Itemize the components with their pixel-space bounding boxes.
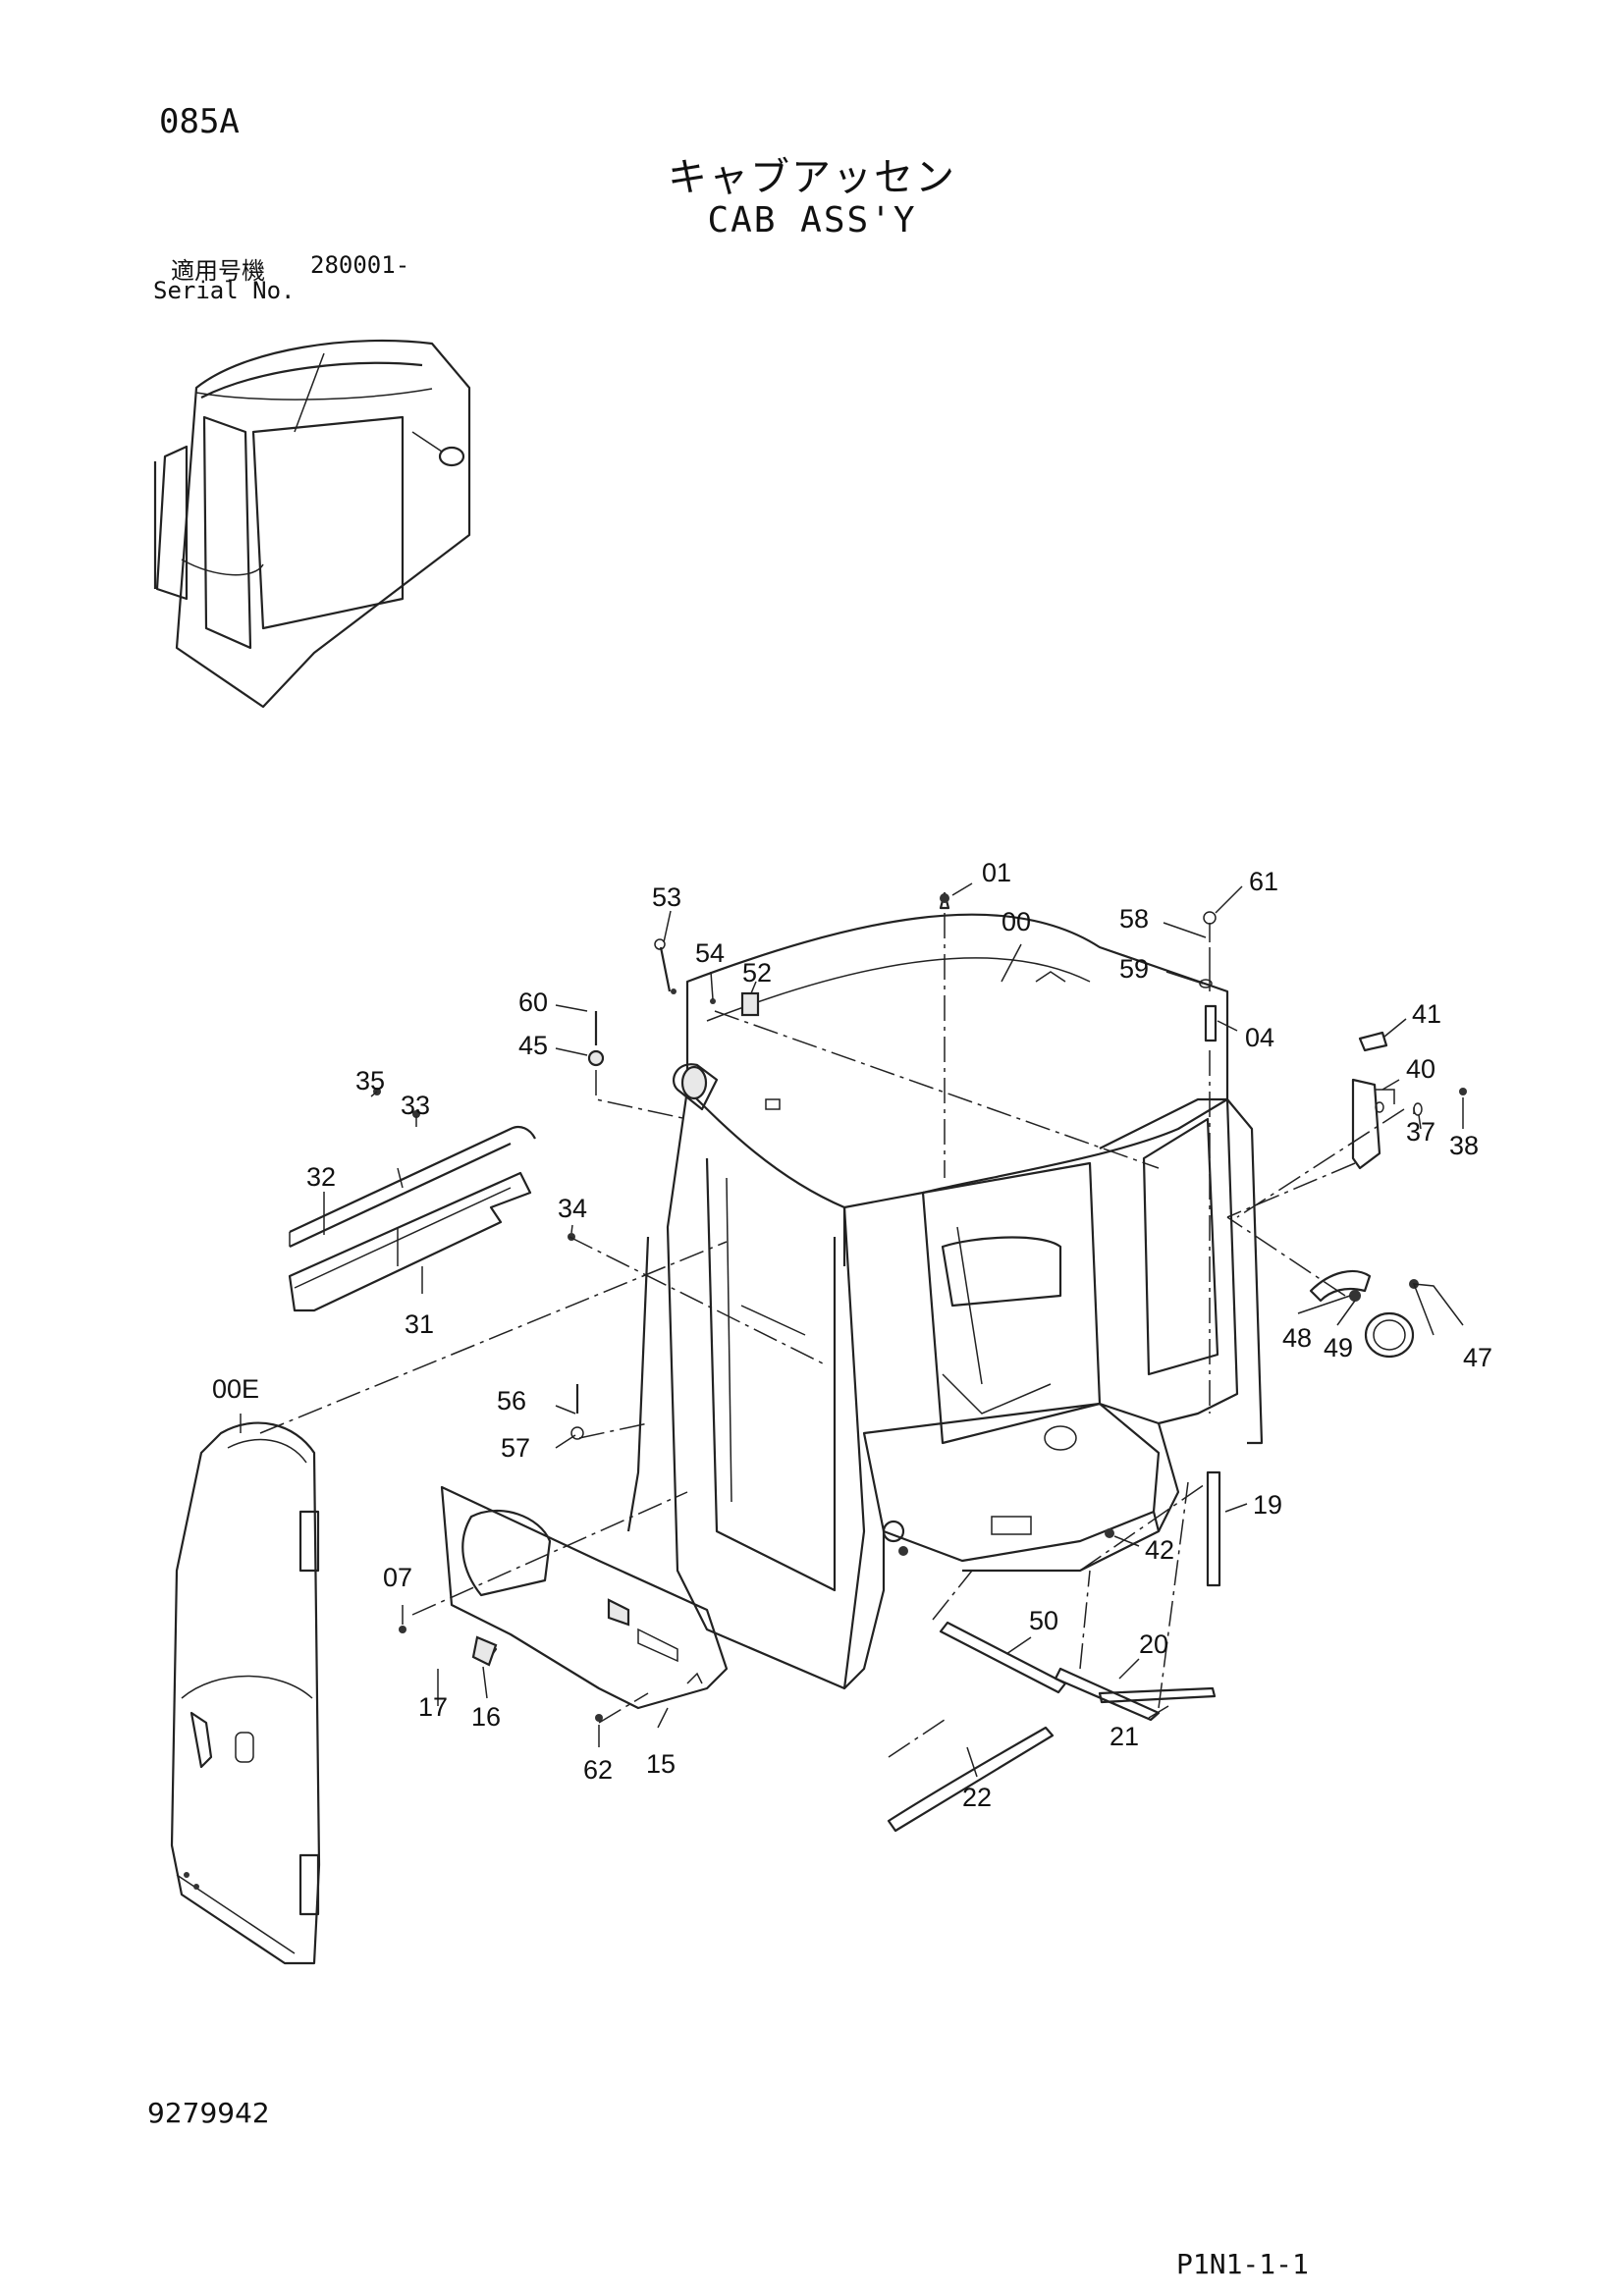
callout-22: 22 xyxy=(962,1783,992,1812)
overview-cab-thumbnail xyxy=(153,339,471,709)
page-title-japanese: キャブアッセン xyxy=(668,155,956,200)
callout-50: 50 xyxy=(1029,1606,1058,1635)
callout-32: 32 xyxy=(306,1162,336,1192)
callout-20: 20 xyxy=(1139,1629,1168,1659)
callout-01: 01 xyxy=(982,858,1011,887)
callout-21: 21 xyxy=(1110,1722,1139,1751)
callout-31: 31 xyxy=(405,1309,434,1339)
callout-04: 04 xyxy=(1245,1023,1274,1052)
callout-62: 62 xyxy=(583,1755,613,1785)
cab-frame-00 xyxy=(626,913,1264,1690)
callout-07: 07 xyxy=(383,1563,412,1592)
assembly-guide-lines xyxy=(259,913,1405,1758)
door-00E xyxy=(170,1421,321,1965)
callout-15: 15 xyxy=(646,1749,676,1779)
callout-40: 40 xyxy=(1406,1054,1435,1084)
callout-45: 45 xyxy=(518,1031,548,1060)
callout-61: 61 xyxy=(1249,867,1278,896)
page-code: 085A xyxy=(159,102,240,141)
fasteners xyxy=(373,891,1467,1722)
callout-00: 00 xyxy=(1001,907,1031,936)
callout-17: 17 xyxy=(418,1692,448,1722)
side-panel-31 xyxy=(288,1171,532,1312)
callout-57: 57 xyxy=(501,1433,530,1463)
callout-59: 59 xyxy=(1119,954,1149,984)
callout-37: 37 xyxy=(1406,1117,1435,1147)
callout-60: 60 xyxy=(518,988,548,1017)
callout-42: 42 xyxy=(1145,1535,1174,1565)
callout-52: 52 xyxy=(742,958,772,988)
callout-00E: 00E xyxy=(212,1374,259,1404)
bracket-40 xyxy=(1351,1031,1395,1170)
callout-56: 56 xyxy=(497,1386,526,1415)
callout-34: 34 xyxy=(558,1194,587,1223)
serial-number: 280001- xyxy=(310,251,410,279)
callout-16: 16 xyxy=(471,1702,501,1732)
weather-strips xyxy=(887,1470,1221,1833)
callout-49: 49 xyxy=(1324,1333,1353,1362)
callout-35: 35 xyxy=(355,1066,385,1095)
page-title-english: CAB ASS'Y xyxy=(707,200,917,240)
rail-32 xyxy=(289,1125,536,1248)
document-number: 9279942 xyxy=(147,2097,270,2129)
callout-53: 53 xyxy=(652,882,681,912)
callout-54: 54 xyxy=(695,938,725,968)
serial-label-japanese: 適用号機 xyxy=(171,257,265,285)
callout-58: 58 xyxy=(1119,904,1149,934)
serial-label-english: Serial No. xyxy=(153,277,296,304)
callout-19: 19 xyxy=(1253,1490,1282,1520)
page-reference: P1N1-1-1 xyxy=(1176,2248,1309,2280)
callout-38: 38 xyxy=(1449,1131,1479,1160)
callout-33: 33 xyxy=(401,1091,430,1120)
callout-leaders xyxy=(240,882,1464,1778)
callout-48: 48 xyxy=(1282,1323,1312,1353)
console-panel-15 xyxy=(440,1485,729,1710)
callout-41: 41 xyxy=(1412,999,1441,1029)
callout-labels: 01 00 61 53 58 54 52 59 60 04 41 45 40 3… xyxy=(212,858,1492,1812)
callout-47: 47 xyxy=(1463,1343,1492,1372)
